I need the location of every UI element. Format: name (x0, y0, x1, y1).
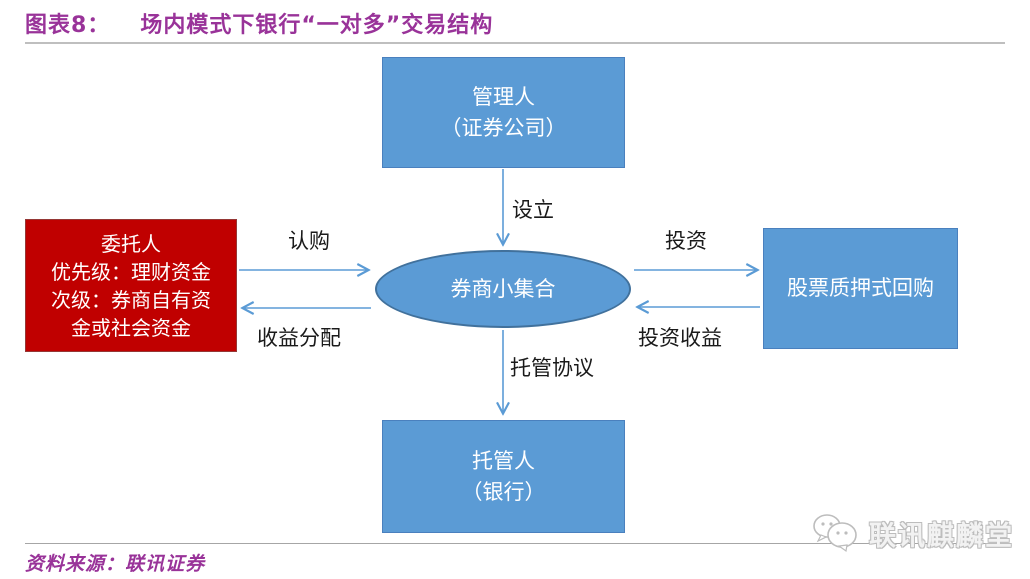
footer-divider (25, 543, 1005, 544)
node-pool: 券商小集合 (375, 250, 631, 328)
watermark-text: 联讯麒麟堂 (869, 520, 1014, 552)
node-custodian-line2: （银行） (461, 479, 546, 504)
figure-title: 场内模式下银行“一对多”交易结构 (140, 13, 494, 38)
figure-header: 图表8： 场内模式下银行“一对多”交易结构 (25, 7, 1005, 39)
node-manager-line2: （证券公司） (440, 115, 567, 140)
node-client-line2: 优先级：理财资金 (51, 259, 211, 284)
node-manager: 管理人 （证券公司） (382, 57, 625, 168)
figure-number-label: 图表8： (25, 13, 111, 38)
node-repo: 股票质押式回购 (763, 228, 958, 349)
node-client-line1: 委托人 (101, 231, 161, 256)
edge-label-establish: 设立 (512, 198, 554, 222)
edge-label-invest: 投资 (665, 229, 707, 253)
wechat-icon (813, 514, 857, 553)
edge-label-income-dist: 收益分配 (257, 326, 341, 350)
node-manager-line1: 管理人 (472, 85, 535, 110)
node-custodian-line1: 托管人 (472, 449, 535, 474)
watermark: 联讯麒麟堂 (811, 513, 1014, 553)
node-custodian: 托管人 （银行） (382, 420, 625, 533)
title-divider (25, 42, 1005, 44)
edge-label-custody: 托管协议 (510, 356, 594, 380)
source-note: 资料来源：联讯证券 (25, 553, 206, 575)
node-client-line3: 次级：券商自有资 (51, 287, 211, 312)
node-client: 委托人 优先级：理财资金 次级：券商自有资 金或社会资金 (25, 219, 237, 352)
edge-label-subscribe: 认购 (288, 229, 330, 253)
node-client-line4: 金或社会资金 (71, 315, 191, 340)
node-pool-label: 券商小集合 (450, 276, 556, 301)
node-repo-label: 股票质押式回购 (787, 276, 934, 301)
edge-label-invest-return: 投资收益 (638, 326, 722, 350)
